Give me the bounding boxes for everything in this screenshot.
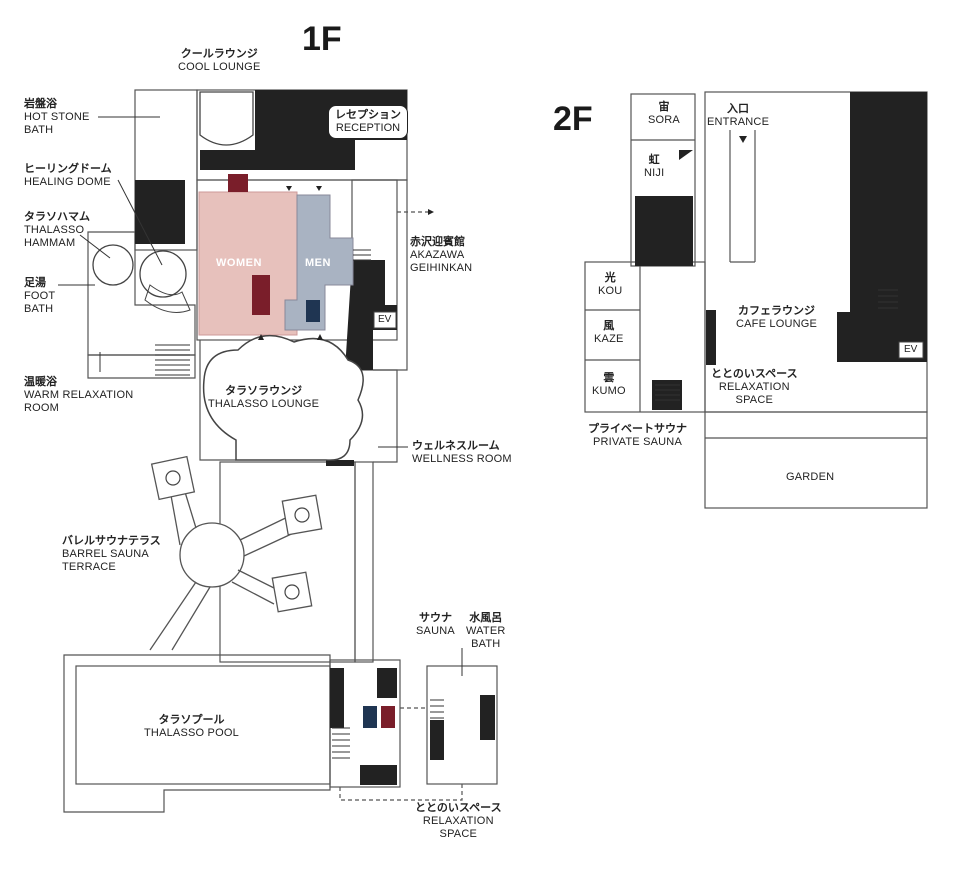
label-garden[interactable]: GARDEN bbox=[786, 471, 835, 483]
label-relaxation-space-1f[interactable]: ととのいスペース RELAXATION SPACE bbox=[415, 802, 502, 840]
label-entrance[interactable]: 入口 ENTRANCE bbox=[707, 103, 770, 128]
floor-1-title: 1F bbox=[302, 20, 342, 58]
wellness-corridor bbox=[373, 369, 398, 463]
label-sauna[interactable]: サウナ SAUNA bbox=[416, 612, 455, 637]
label-hot-stone-bath[interactable]: 岩盤浴 HOT STONE BATH bbox=[24, 98, 90, 136]
garden-area bbox=[704, 411, 928, 509]
thalasso-lounge-shape bbox=[202, 334, 364, 461]
label-men[interactable]: MEN bbox=[305, 257, 331, 269]
label-thalasso-hammam[interactable]: タラソハマム THALASSO HAMMAM bbox=[24, 211, 90, 249]
label-relaxation-space-2f[interactable]: ととのいスペース RELAXATION SPACE bbox=[711, 368, 798, 406]
women-area bbox=[198, 191, 298, 336]
label-sora[interactable]: 宙 SORA bbox=[648, 101, 680, 126]
label-cafe-lounge[interactable]: カフェラウンジ CAFE LOUNGE bbox=[736, 305, 818, 330]
label-foot-bath[interactable]: 足湯 FOOT BATH bbox=[24, 277, 56, 315]
floor-2-title: 2F bbox=[553, 100, 593, 138]
label-women[interactable]: WOMEN bbox=[216, 257, 262, 269]
spa-building bbox=[196, 179, 398, 341]
label-ev-1f: EV bbox=[378, 314, 392, 325]
terrace-hub bbox=[179, 522, 245, 588]
label-niji[interactable]: 虹 NIJI bbox=[644, 154, 665, 179]
hammam-circle bbox=[92, 244, 134, 286]
label-thalasso-lounge[interactable]: タラソラウンジ THALASSO LOUNGE bbox=[208, 385, 320, 410]
label-akazawa-geihinkan[interactable]: 赤沢迎賓館 AKAZAWA GEIHINKAN bbox=[410, 236, 473, 274]
label-kumo[interactable]: 雲 KUMO bbox=[592, 372, 626, 397]
label-kou[interactable]: 光 KOU bbox=[598, 272, 623, 297]
men-area bbox=[284, 194, 354, 331]
label-water-bath[interactable]: 水風呂 WATER BATH bbox=[466, 612, 506, 650]
label-wellness-room[interactable]: ウェルネスルーム WELLNESS ROOM bbox=[412, 440, 512, 465]
healing-dome-circle bbox=[139, 250, 187, 298]
label-kaze[interactable]: 風 KAZE bbox=[594, 320, 624, 345]
label-cool-lounge[interactable]: クールラウンジ COOL LOUNGE bbox=[178, 48, 261, 73]
label-healing-dome[interactable]: ヒーリングドーム HEALING DOME bbox=[24, 163, 112, 188]
thalasso-pool-outline bbox=[63, 654, 331, 813]
label-reception[interactable]: レセプション RECEPTION bbox=[328, 105, 408, 139]
label-barrel-sauna-terrace[interactable]: バレルサウナテラス BARREL SAUNA TERRACE bbox=[62, 535, 161, 573]
label-warm-relaxation-room[interactable]: 温暖浴 WARM RELAXATION ROOM bbox=[24, 376, 134, 414]
long-corridor bbox=[354, 461, 374, 663]
label-private-sauna[interactable]: プライベートサウナ PRIVATE SAUNA bbox=[588, 423, 687, 448]
label-ev-2f: EV bbox=[904, 344, 918, 355]
label-thalasso-pool[interactable]: タラソプール THALASSO POOL bbox=[144, 714, 239, 739]
